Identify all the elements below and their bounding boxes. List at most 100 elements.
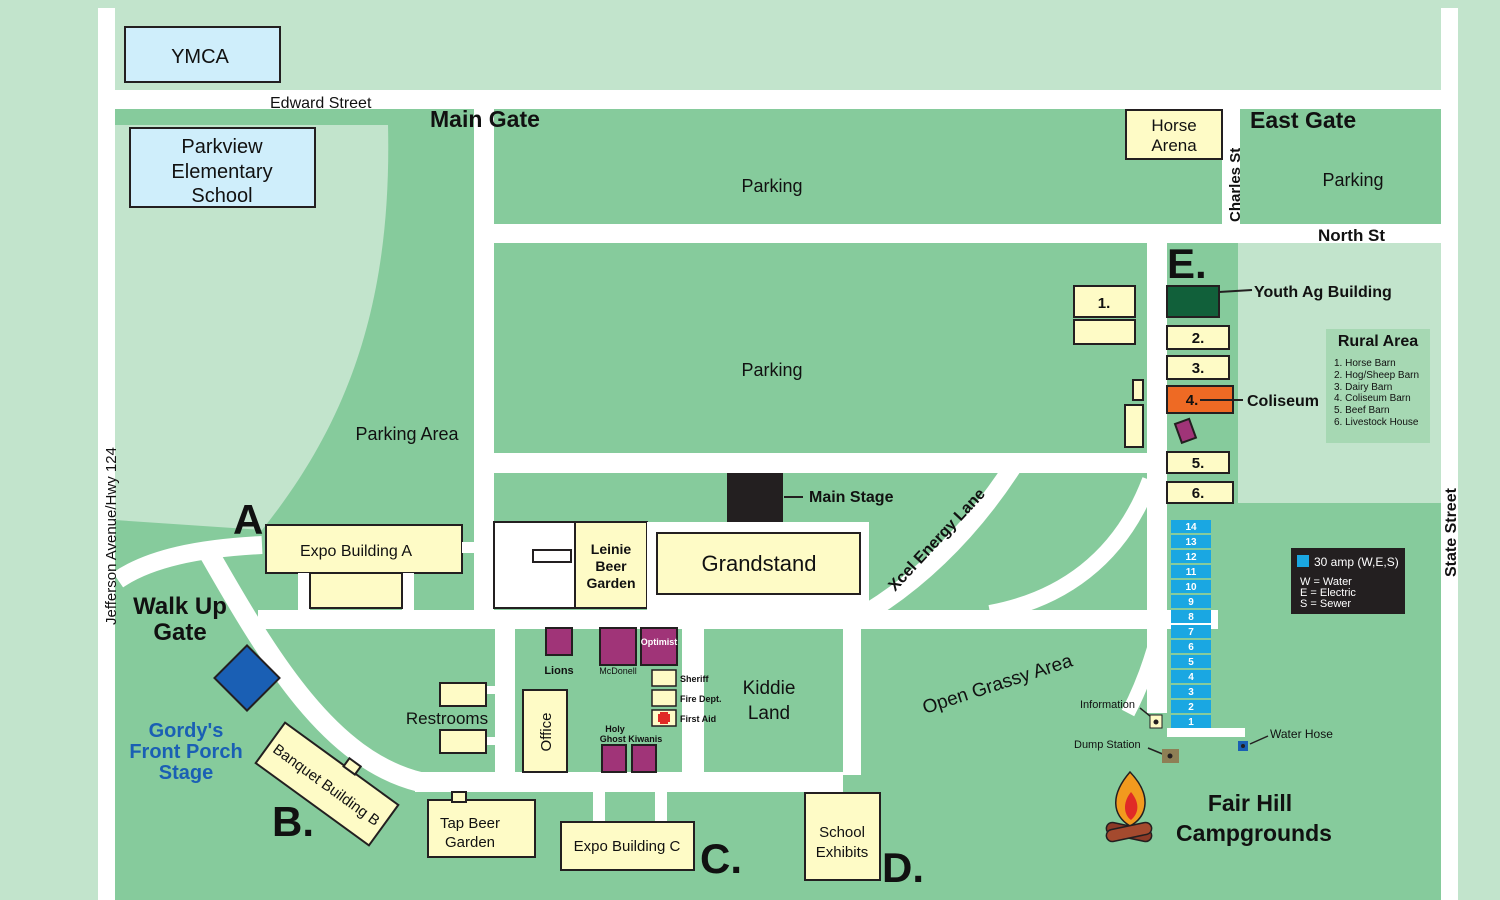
- barn-2-label: 2.: [1192, 330, 1205, 347]
- campsite-number: 13: [1185, 537, 1197, 548]
- campsite-10: [1171, 580, 1211, 593]
- leinie-courtyard-bar: [532, 549, 572, 563]
- barn-6-label: 6.: [1192, 485, 1205, 502]
- tap-beer-garden-entry: [451, 791, 467, 803]
- barn-1-annex: [1073, 319, 1136, 345]
- rural-area-item: 1. Horse Barn: [1334, 358, 1396, 369]
- lions-booth: [545, 627, 573, 656]
- area-letter-d: D.: [882, 844, 924, 891]
- rural-area-legend: [1326, 329, 1430, 443]
- barn-5-label: 5.: [1192, 455, 1205, 472]
- sheriff-label: Sheriff: [680, 674, 710, 684]
- water-hose-dot: [1241, 744, 1245, 748]
- area-letter-b: B.: [272, 798, 314, 845]
- barn-1: [1073, 285, 1136, 318]
- walk-up-gate-label-line1: Walk Up: [133, 593, 227, 620]
- youth-ag-label: Youth Ag Building: [1254, 284, 1392, 301]
- main-stage-label: Main Stage: [809, 489, 894, 506]
- long-shed: [1124, 404, 1144, 448]
- campgrounds-label-line2: Campgrounds: [1176, 820, 1332, 846]
- kiddie-land-label-line2: Land: [748, 703, 790, 724]
- campsite-4: [1171, 670, 1211, 683]
- dump-station-dot: [1167, 753, 1173, 759]
- mcdonell-label: McDonell: [599, 666, 637, 676]
- barn-4-label: 4.: [1186, 392, 1199, 409]
- campsite-2: [1171, 700, 1211, 713]
- amp-legend: [1291, 548, 1405, 614]
- campsite-5: [1171, 655, 1211, 668]
- optimist-booth: [640, 627, 678, 666]
- area-letter-e: E.: [1167, 240, 1207, 287]
- barn-6: [1166, 481, 1234, 504]
- expo-building-c-label: Expo Building C: [574, 838, 681, 855]
- expo-c-walkway-right: [655, 790, 667, 822]
- fire-dept-booth: [651, 689, 677, 707]
- campsite-number: 2: [1188, 702, 1194, 713]
- leinie-label-line2: Beer: [595, 558, 627, 574]
- tap-beer-garden: [427, 799, 536, 858]
- walk-up-gate-label-line2: Gate: [153, 619, 206, 646]
- gordys-label-line2: Front Porch: [129, 741, 242, 763]
- campsite-1: [1171, 715, 1211, 728]
- school-exhibits-label-line2: Exhibits: [816, 844, 869, 861]
- leinie-beer-garden: [574, 521, 648, 609]
- main-gate-label: Main Gate: [430, 106, 540, 132]
- campsite-number: 9: [1188, 597, 1194, 608]
- barn-booth: [1173, 417, 1198, 445]
- campsite-number: 3: [1188, 687, 1194, 698]
- campsite-number: 7: [1188, 627, 1194, 638]
- legend-water: W = Water: [1300, 576, 1352, 588]
- restroom-building-top: [439, 682, 487, 707]
- amp-legend-swatch: [1297, 555, 1309, 567]
- amp-legend-text: 30 amp (W,E,S): [1314, 555, 1399, 569]
- ymca-label: YMCA: [171, 46, 229, 68]
- horse-arena-label-line1: Horse: [1151, 116, 1196, 135]
- roads: [98, 8, 1458, 900]
- parking-area-label: Parking Area: [355, 424, 459, 444]
- expo-a-walkway-right: [402, 573, 414, 611]
- water-hose-pointer: [1249, 735, 1269, 745]
- dump-station-label: Dump Station: [1074, 739, 1141, 751]
- gordys-label-line3: Stage: [159, 762, 213, 784]
- north-street-label: North St: [1318, 226, 1385, 245]
- restroom-connector-bottom: [485, 737, 497, 745]
- campsite-number: 6: [1188, 642, 1194, 653]
- tap-beer-garden-label-line2: Garden: [445, 834, 495, 851]
- campsite-11: [1171, 565, 1211, 578]
- campsite-8: [1171, 610, 1211, 623]
- campfire-icon: [1105, 770, 1153, 843]
- coliseum-label: Coliseum: [1247, 393, 1319, 410]
- campsite-12: [1171, 550, 1211, 563]
- campsite-3: [1171, 685, 1211, 698]
- jefferson-avenue-label: Jefferson Avenue/Hwy 124: [103, 447, 120, 625]
- state-street-label: State Street: [1443, 487, 1460, 577]
- lions-label: Lions: [544, 665, 573, 677]
- campsite-number: 11: [1186, 567, 1197, 578]
- campsite-number: 10: [1185, 582, 1197, 593]
- campsite-number: 1: [1188, 717, 1194, 728]
- parking-east-label: Parking: [1322, 170, 1383, 190]
- rural-area-item: 6. Livestock House: [1334, 417, 1419, 428]
- legend-electric: E = Electric: [1300, 587, 1356, 599]
- campsite-9: [1171, 595, 1211, 608]
- main-stage: [727, 473, 783, 522]
- barn-1-label: 1.: [1098, 295, 1111, 312]
- optimist-label: Optimist: [641, 637, 678, 647]
- parkview-label-line3: School: [191, 185, 252, 207]
- office-building: [522, 689, 568, 773]
- small-shed: [1132, 379, 1144, 401]
- barn-3: [1166, 355, 1230, 380]
- east-gate-label: East Gate: [1250, 107, 1356, 133]
- first-aid-label: First Aid: [680, 714, 716, 724]
- school-exhibits-building: [804, 792, 881, 881]
- campsite-number: 12: [1185, 552, 1197, 563]
- campsite-number: 8: [1188, 612, 1194, 623]
- parking-mid-label: Parking: [741, 360, 802, 380]
- barn-5: [1166, 451, 1230, 474]
- expo-a-walkway-left: [298, 573, 310, 611]
- campsite-number: 5: [1188, 657, 1194, 668]
- mcdonell-booth: [599, 627, 637, 666]
- office-label: Office: [538, 713, 555, 752]
